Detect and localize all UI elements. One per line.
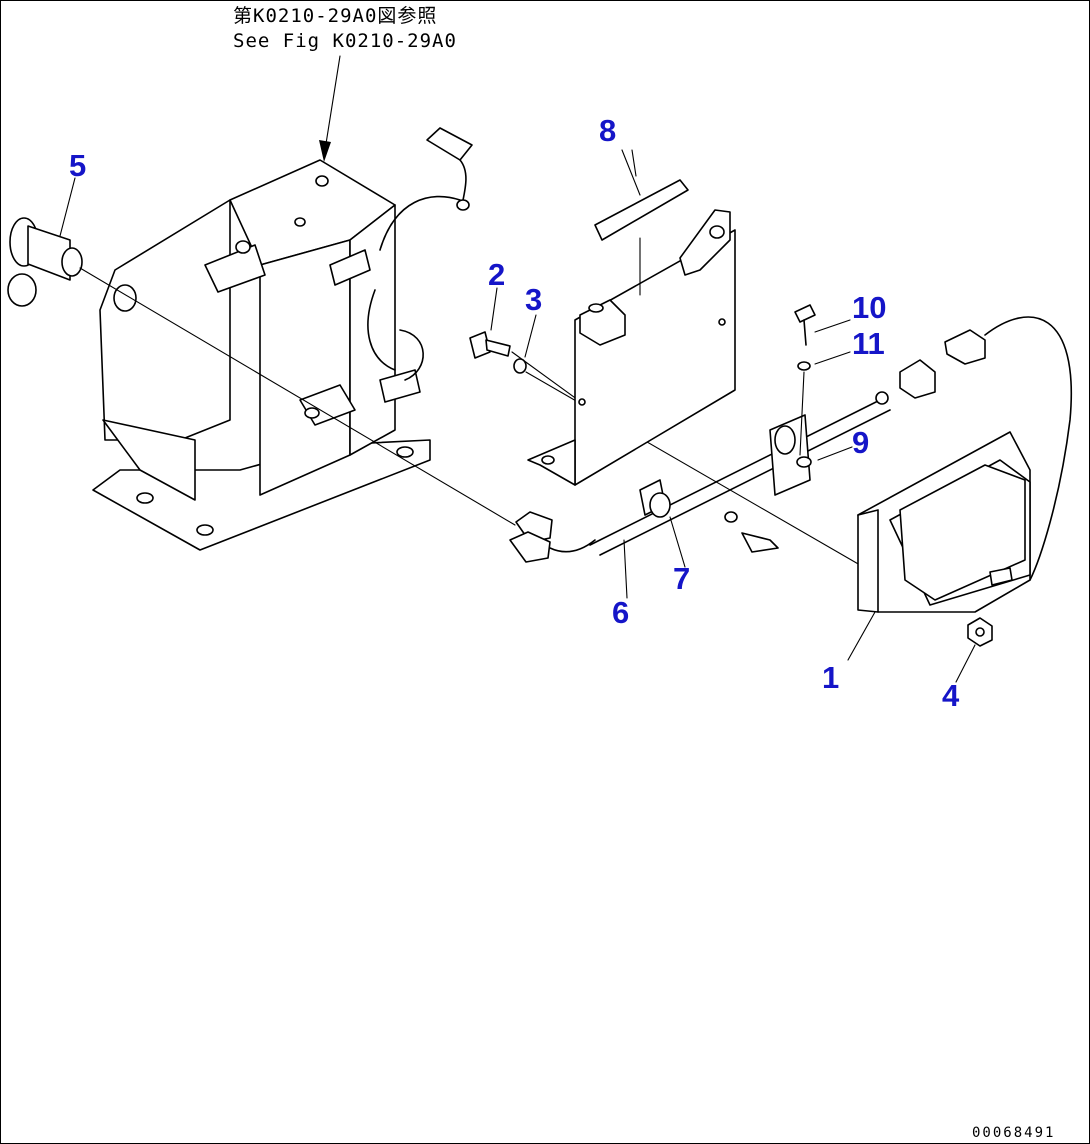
callout-8: 8 [599,113,616,148]
reference-note-jp: 第K0210-29A0図参照 [233,5,437,27]
wiring-harness [509,316,1073,581]
callout-5: 5 [69,148,86,183]
top-connector [426,127,473,211]
callout-9: 9 [852,425,869,460]
mount-plate [527,149,736,486]
drawing-code: 00068491 [972,1125,1055,1141]
nut [967,617,993,647]
main-bracket [92,159,461,551]
callout-1: 1 [822,660,839,695]
washer [513,358,527,374]
callout-7: 7 [673,561,690,596]
callout-2: 2 [488,257,505,292]
leader-lines [59,149,976,683]
screw [794,304,816,456]
callout-6: 6 [612,595,629,630]
callout-11: 11 [852,326,885,361]
small-screw [724,511,779,553]
lighter-socket [7,217,516,526]
callout-4: 4 [942,678,960,713]
callout-3: 3 [525,282,542,317]
reference-arrow [319,140,331,162]
control-unit [857,431,1031,613]
reference-note-en: See Fig K0210-29A0 [233,30,457,52]
callout-10: 10 [852,290,886,325]
